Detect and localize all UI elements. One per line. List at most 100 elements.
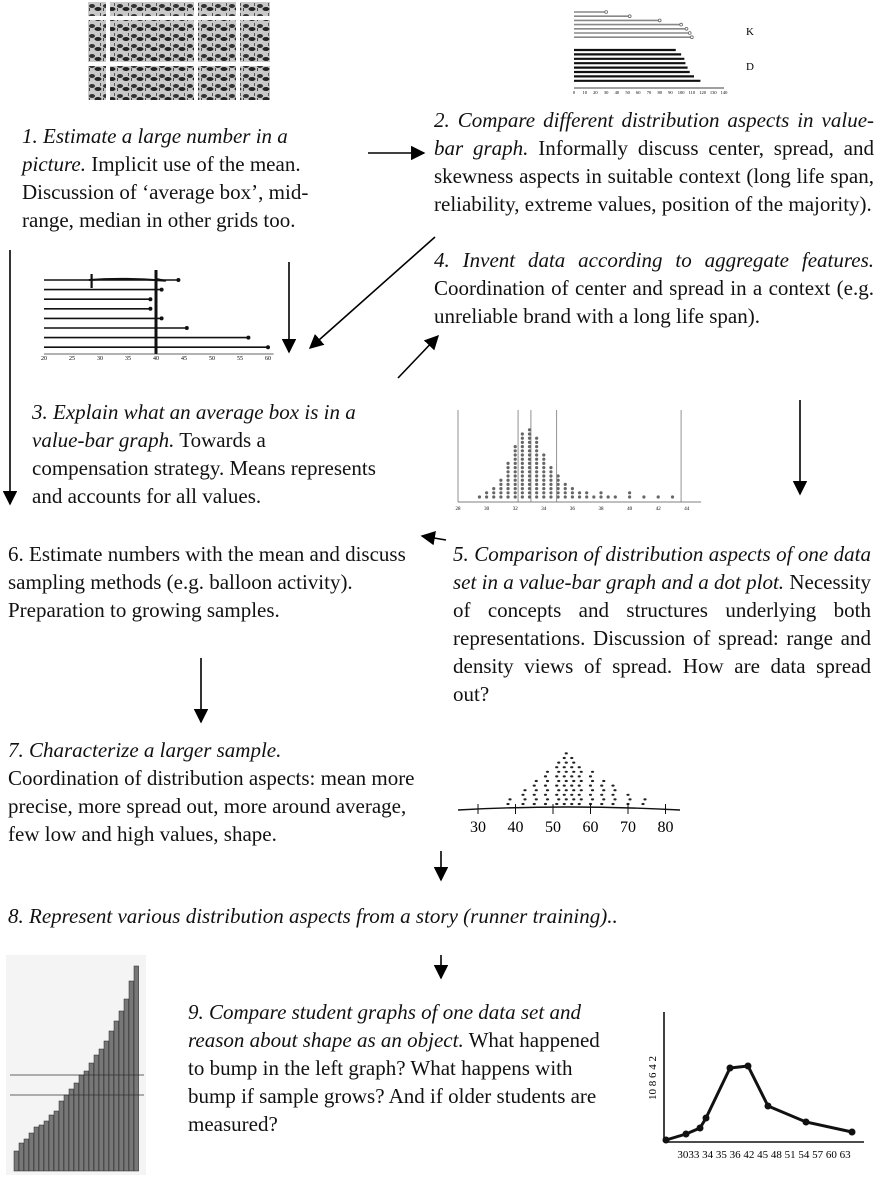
dot (527, 470, 532, 474)
step-7-title: Characterize a larger sample. (29, 738, 282, 762)
step-4-body: Coordination of center and spread in a c… (434, 276, 874, 328)
hand-dot (588, 775, 593, 778)
dot (527, 482, 532, 486)
dot (513, 491, 517, 495)
dot (549, 482, 553, 486)
student-bar (13, 1150, 19, 1172)
dot (527, 491, 532, 495)
barcode-tick-label: 60 (636, 90, 641, 95)
dot (535, 495, 539, 499)
dot (542, 457, 546, 461)
dot (506, 495, 510, 499)
hand-dot (543, 784, 548, 787)
dot (506, 461, 510, 465)
hand-tick-label: 50 (545, 819, 561, 836)
dot (556, 495, 560, 499)
step-8: 8. Represent various distribution aspect… (8, 902, 868, 930)
dot (513, 457, 517, 461)
valuebar-tick-label: 55 (237, 356, 243, 362)
dot (527, 466, 532, 470)
hand-dot (555, 775, 559, 778)
dot (527, 436, 532, 440)
hand-dot (532, 793, 536, 796)
dot (628, 495, 632, 499)
hand-dot (532, 802, 536, 806)
step-8-title: Represent various distribution aspects f… (29, 904, 618, 928)
hand-dot (562, 756, 566, 760)
student-bar (43, 1120, 49, 1172)
dot (513, 482, 517, 486)
dotplot-tick-label: 34 (541, 507, 547, 512)
barcode-tick-label: 100 (678, 90, 686, 95)
dot (520, 482, 524, 486)
hand-dot (579, 779, 583, 783)
hand-tick-label: 60 (583, 819, 599, 836)
barcode-tick-label: 50 (625, 90, 630, 95)
arrow-5-to-6 (420, 531, 447, 546)
dot (527, 428, 532, 432)
dot (499, 482, 503, 486)
value-bar-end (184, 326, 189, 330)
hand-dot (543, 793, 548, 796)
dot (535, 487, 539, 491)
arrow-3-to-4 (397, 334, 439, 379)
valuebar-tick-label: 30 (97, 356, 103, 362)
student-bar (58, 1100, 64, 1172)
step-5-body: Necessity of concepts and structures und… (453, 570, 872, 706)
barcode-tick-label: 30 (604, 90, 609, 95)
hand-dot (577, 784, 581, 787)
dot (606, 495, 610, 499)
dot (535, 466, 539, 470)
line-point (744, 1062, 752, 1070)
dot (499, 495, 503, 499)
hand-dot (562, 802, 566, 806)
hand-dot (557, 779, 561, 783)
barcode-tick-label: 20 (593, 90, 598, 95)
label-d: D (746, 61, 754, 73)
hand-dot (555, 766, 559, 769)
dot (570, 495, 574, 499)
dot (527, 457, 532, 461)
dot (535, 461, 539, 465)
dot (549, 466, 553, 470)
dot (527, 445, 532, 449)
step-7: 7. Characterize a larger sample. Coordin… (8, 736, 428, 848)
step-1-body: Implicit use of the mean. Discussion of … (22, 152, 309, 232)
hand-dot (602, 789, 606, 792)
dot (520, 449, 524, 453)
hand-dot (602, 798, 606, 801)
dot (535, 457, 539, 461)
dotplot-tick-label: 36 (570, 507, 576, 512)
dot (513, 449, 517, 453)
dot (485, 491, 489, 495)
valuebar-tick-label: 50 (209, 356, 215, 362)
dot (513, 474, 517, 478)
dot (535, 478, 539, 482)
dot (506, 491, 510, 495)
dot (549, 474, 553, 478)
hand-dot (557, 761, 561, 764)
dot (513, 487, 517, 491)
hand-dot (626, 793, 630, 796)
line-y-axis-label: 10 8 6 4 2 (647, 1056, 659, 1100)
dot (520, 445, 524, 449)
valuebar-tick-label: 45 (181, 356, 187, 362)
bar-k-end (679, 22, 683, 27)
dot (549, 495, 553, 499)
student-bar (38, 1124, 44, 1172)
hand-dot (534, 779, 538, 783)
hand-dot (577, 793, 581, 796)
dot (520, 487, 524, 491)
student-bar (18, 1142, 24, 1172)
bar-k-end (604, 10, 608, 14)
hand-dot (579, 770, 583, 773)
student-bar (98, 1048, 104, 1172)
hand-dot (523, 789, 527, 792)
line-point (726, 1064, 734, 1072)
barcode-tick-label: 140 (721, 90, 729, 95)
valuebar-tick-label: 25 (69, 356, 75, 362)
arrow-2-to-3 (308, 236, 436, 349)
step-3: 3. Explain what an average box is in a v… (32, 398, 376, 510)
step-5: 5. Comparison of distribution aspects of… (453, 540, 871, 708)
